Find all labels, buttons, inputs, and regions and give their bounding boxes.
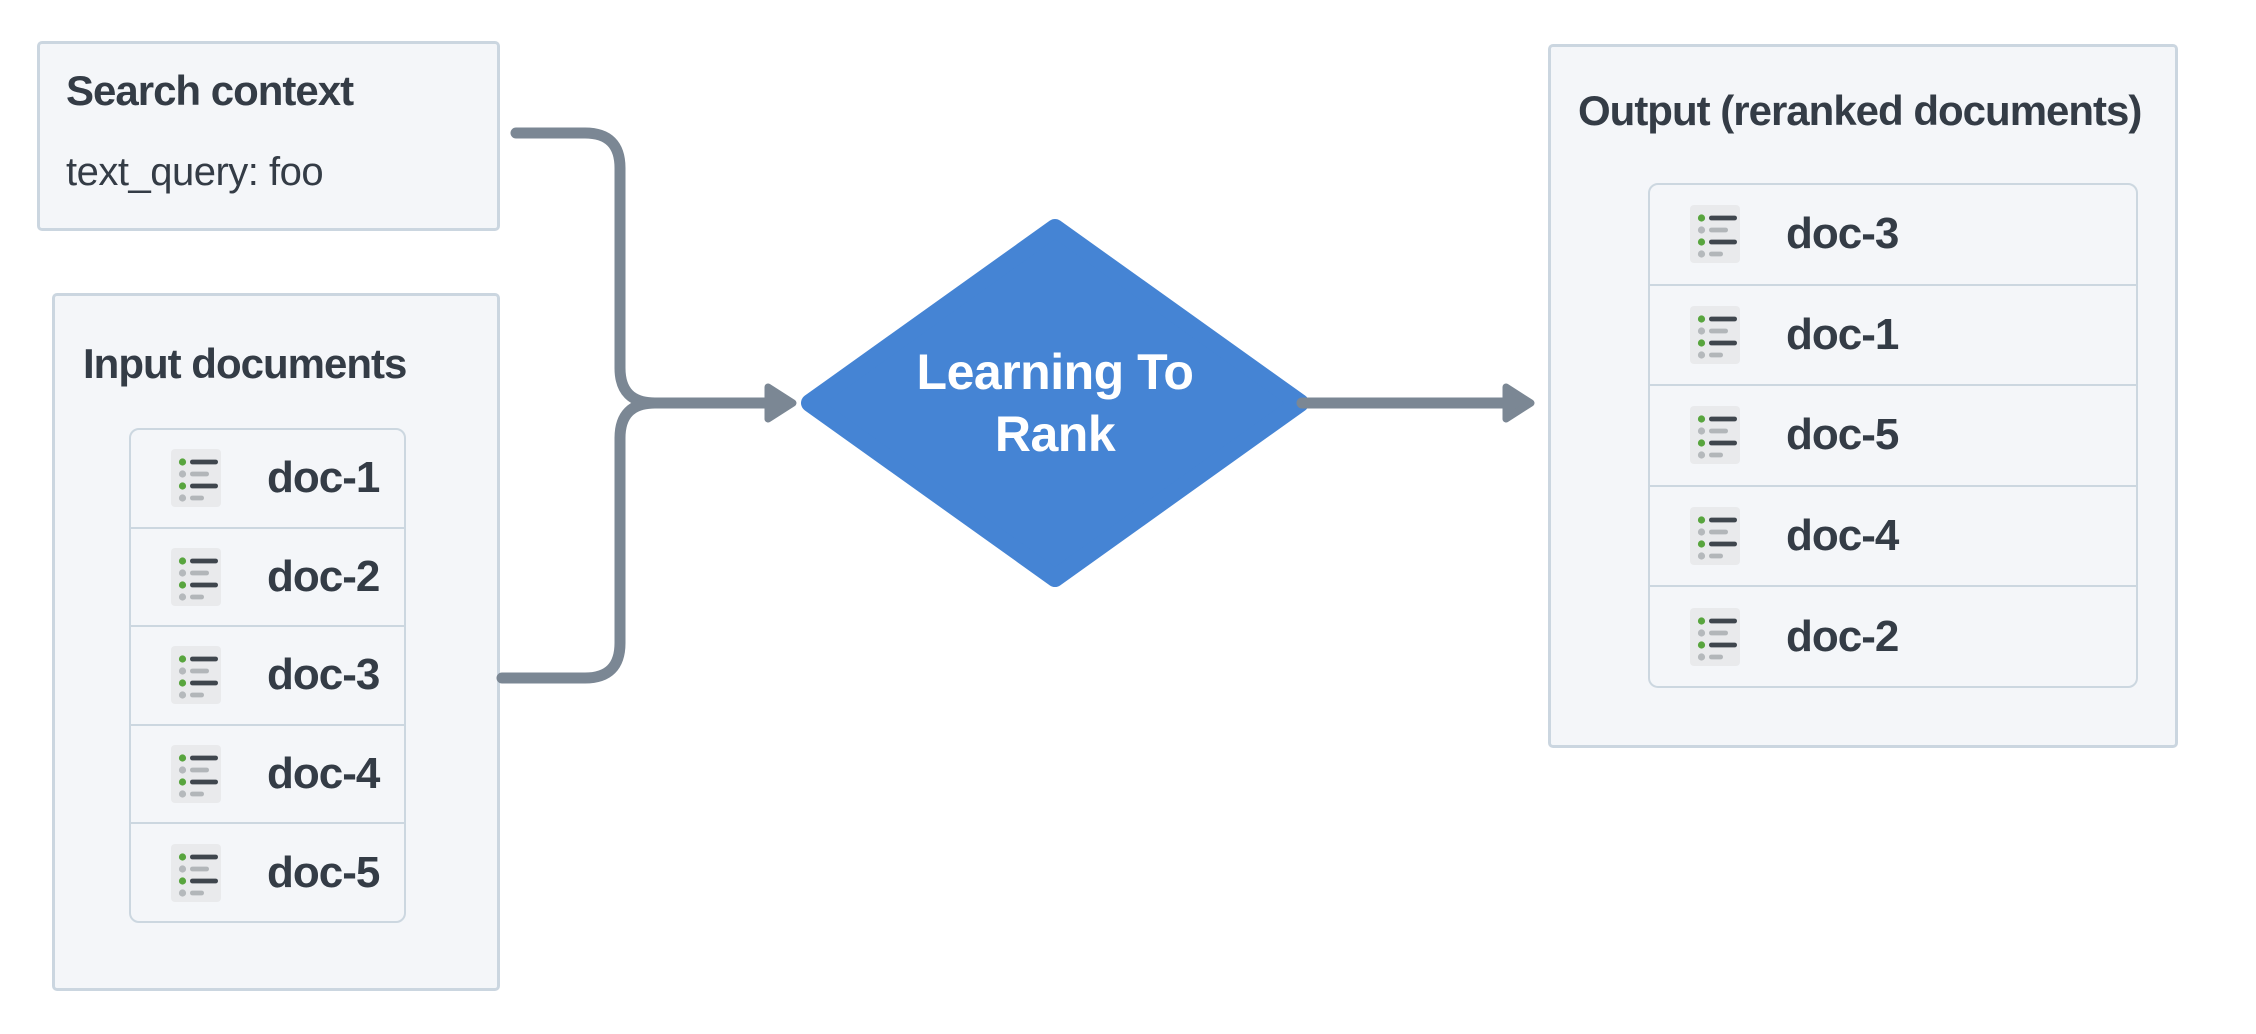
- doc-item: doc-1: [131, 430, 404, 527]
- doc-item: doc-5: [1650, 384, 2136, 485]
- connector-from-search-context: [510, 127, 774, 409]
- merge-arrowhead: [764, 383, 797, 423]
- doc-item: doc-4: [131, 723, 404, 823]
- document-list-icon: [1690, 205, 1740, 263]
- doc-item-label: doc-1: [1786, 309, 1899, 359]
- learning-to-rank-label: Learning To Rank: [905, 330, 1205, 476]
- search-context-title: Search context: [66, 67, 354, 114]
- document-list-icon: [1690, 608, 1740, 666]
- document-list-icon: [1690, 406, 1740, 464]
- doc-item-label: doc-3: [267, 650, 380, 700]
- input-documents-list: doc-1 doc-2 doc-3 doc-4 doc-5: [129, 428, 406, 923]
- output-arrowhead: [1502, 383, 1535, 423]
- output-documents-list: doc-3 doc-1 doc-5 doc-4 doc-2: [1648, 183, 2138, 688]
- output-documents-title: Output (reranked documents): [1578, 87, 2142, 134]
- doc-item-label: doc-5: [1786, 410, 1899, 460]
- search-context-query: text_query: foo: [66, 150, 324, 194]
- doc-item-label: doc-4: [1786, 511, 1899, 561]
- doc-item-label: doc-4: [267, 749, 380, 799]
- doc-item-label: doc-2: [267, 551, 380, 601]
- doc-item: doc-2: [1650, 585, 2136, 686]
- document-list-icon: [171, 844, 221, 902]
- learning-to-rank-label-line2: Rank: [994, 406, 1116, 462]
- doc-item: doc-1: [1650, 283, 2136, 385]
- document-list-icon: [171, 745, 221, 803]
- learning-to-rank-label-line1: Learning To: [916, 344, 1194, 400]
- document-list-icon: [1690, 507, 1740, 565]
- document-list-icon: [171, 646, 221, 704]
- doc-item-label: doc-1: [267, 453, 380, 503]
- doc-item-label: doc-3: [1786, 209, 1899, 259]
- doc-item: doc-3: [131, 625, 404, 724]
- connector-from-input-documents: [496, 397, 661, 684]
- doc-item: doc-3: [1650, 185, 2136, 284]
- document-list-icon: [1690, 306, 1740, 364]
- doc-item: doc-4: [1650, 484, 2136, 586]
- document-list-icon: [171, 548, 221, 606]
- document-list-icon: [171, 449, 221, 507]
- doc-item: doc-2: [131, 526, 404, 626]
- input-documents-title: Input documents: [83, 340, 407, 387]
- search-context-box: [37, 41, 500, 231]
- doc-item-label: doc-2: [1786, 611, 1899, 661]
- doc-item-label: doc-5: [267, 847, 380, 897]
- doc-item: doc-5: [131, 822, 404, 921]
